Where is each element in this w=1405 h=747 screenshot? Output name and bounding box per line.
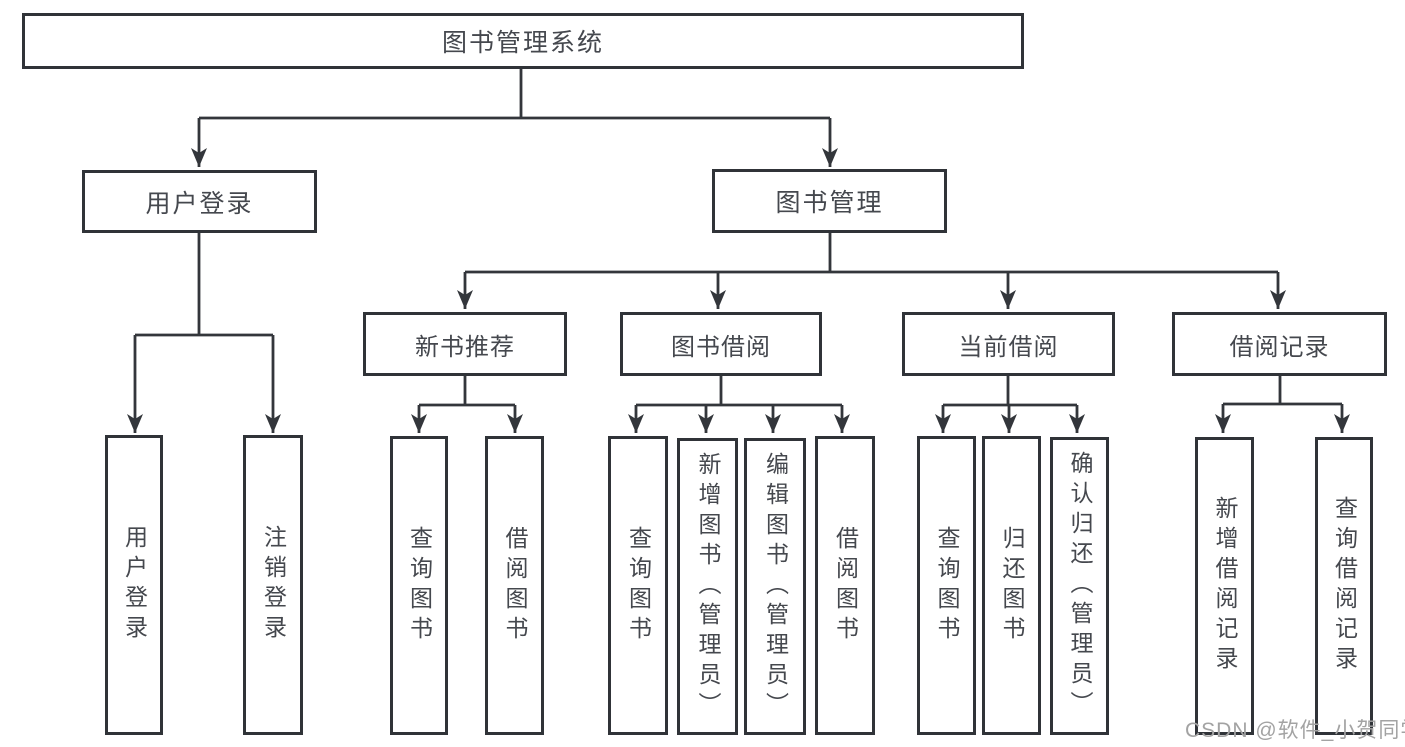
- node-book-borrow: 图书借阅: [620, 312, 822, 376]
- node-book-management: 图书管理: [712, 169, 947, 233]
- node-label: 图书管理系统: [441, 29, 604, 57]
- node-current-borrow: 当前借阅: [902, 312, 1115, 376]
- leaf-add-books-admin: 新增图书（管理员）: [677, 438, 738, 735]
- connector-borrow-records-elbow: [1223, 376, 1342, 406]
- leaf-borrow-books-recommend: 借阅图书: [485, 436, 544, 735]
- leaf-user-login: 用户登录: [105, 435, 163, 735]
- node-label: 新增图书（管理员）: [695, 451, 721, 722]
- csdn-watermark: CSDN @软件_小贺同学: [1185, 719, 1405, 742]
- node-new-book-recommend: 新书推荐: [363, 312, 567, 376]
- leaf-confirm-return-admin: 确认归还（管理员）: [1050, 437, 1109, 735]
- connector-root-elbow: [199, 69, 830, 120]
- node-label: 用户登录: [121, 525, 148, 645]
- node-label: 确认归还（管理员）: [1067, 451, 1093, 721]
- node-borrow-records: 借阅记录: [1172, 312, 1387, 376]
- leaf-query-borrow-record: 查询借阅记录: [1315, 437, 1373, 735]
- leaf-return-books: 归还图书: [982, 436, 1041, 735]
- connector-new-book-elbow: [419, 376, 515, 407]
- connector-user-login-elbow: [135, 233, 273, 337]
- connector-book-management-elbow: [465, 233, 1278, 274]
- node-label: 新增借阅记录: [1212, 496, 1238, 676]
- node-label: 查询图书: [625, 525, 652, 646]
- node-label: 借阅图书: [502, 525, 528, 646]
- leaf-edit-books-admin: 编辑图书（管理员）: [744, 438, 806, 735]
- leaf-logout: 注销登录: [243, 435, 303, 735]
- leaf-borrow-books: 借阅图书: [815, 436, 875, 735]
- leaf-query-books-recommend: 查询图书: [390, 436, 448, 735]
- node-label: 查询图书: [934, 525, 960, 646]
- node-label: 当前借阅: [958, 333, 1059, 361]
- node-label: 查询图书: [406, 525, 433, 646]
- node-label: 新书推荐: [415, 333, 515, 361]
- node-label: 借阅图书: [832, 525, 859, 646]
- leaf-add-borrow-record: 新增借阅记录: [1195, 437, 1254, 735]
- node-label: 图书管理: [775, 189, 884, 217]
- node-root-system: 图书管理系统: [22, 13, 1024, 69]
- connector-current-borrow-elbow: [943, 376, 1077, 407]
- node-user-login: 用户登录: [82, 170, 317, 233]
- leaf-query-books-borrow: 查询图书: [608, 436, 668, 735]
- node-label: 借阅记录: [1229, 333, 1330, 361]
- node-label: 用户登录: [145, 189, 254, 218]
- node-label: 编辑图书（管理员）: [762, 451, 789, 722]
- node-label: 图书借阅: [671, 333, 771, 361]
- connector-book-borrow-elbow: [636, 376, 842, 407]
- leaf-query-books-current: 查询图书: [917, 436, 976, 735]
- node-label: 归还图书: [999, 525, 1025, 646]
- node-label: 查询借阅记录: [1331, 496, 1358, 676]
- node-label: 注销登录: [260, 525, 287, 645]
